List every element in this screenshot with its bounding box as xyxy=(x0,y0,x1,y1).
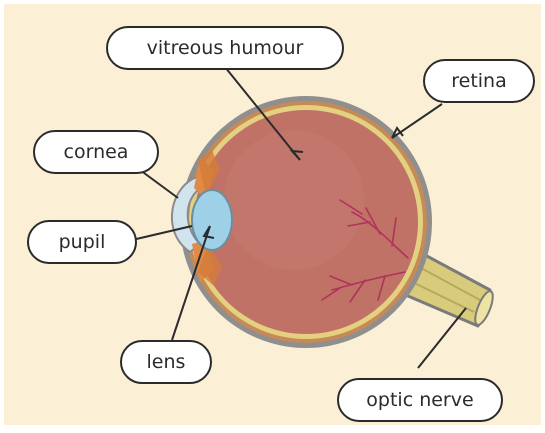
label-optic-nerve: optic nerve xyxy=(337,378,503,422)
label-retina: retina xyxy=(423,59,535,103)
lens-shape xyxy=(192,190,232,250)
label-cornea: cornea xyxy=(33,130,159,174)
label-vitreous-humour: vitreous humour xyxy=(106,26,344,70)
label-lens: lens xyxy=(120,340,212,384)
label-pupil: pupil xyxy=(27,220,137,264)
